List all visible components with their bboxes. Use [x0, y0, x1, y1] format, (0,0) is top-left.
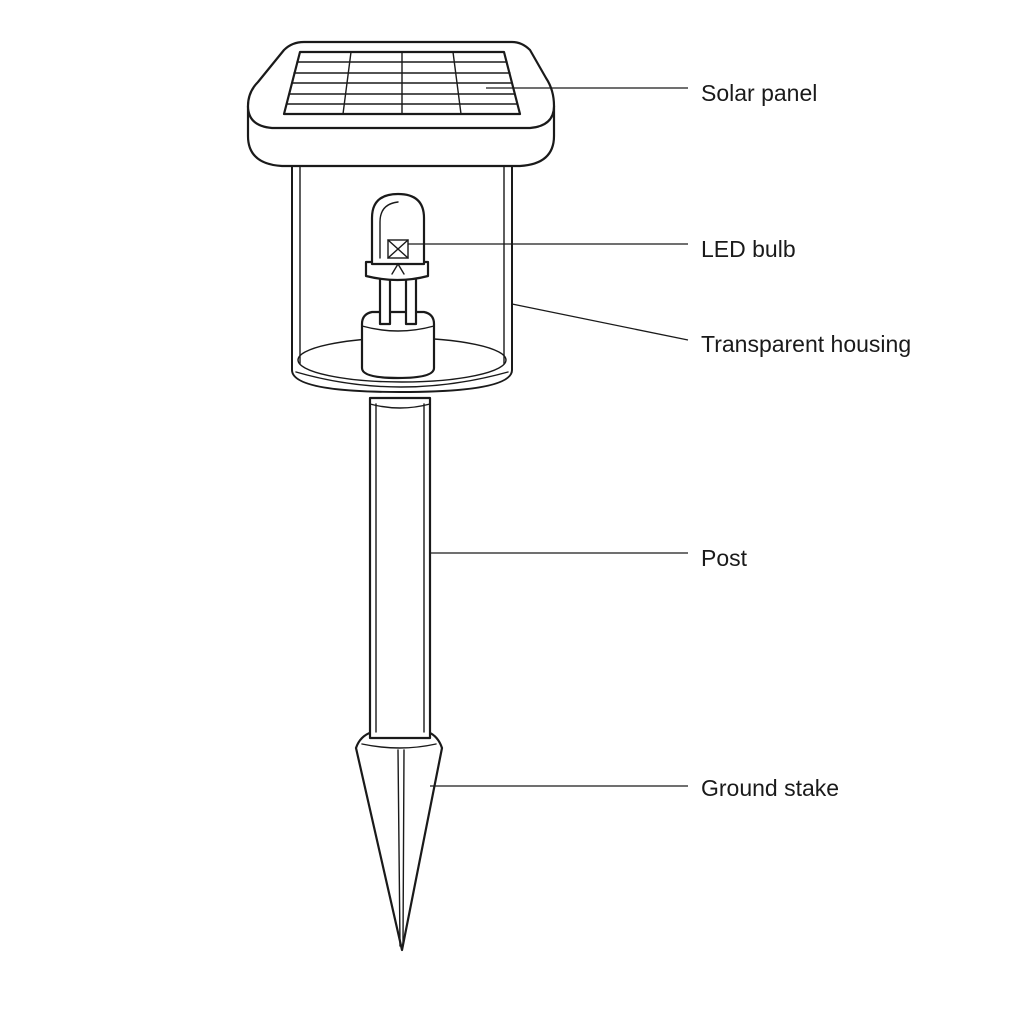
post [368, 396, 432, 740]
leader-transparent-housing [511, 303, 689, 341]
solar-panel [246, 40, 556, 168]
label-transparent-housing: Transparent housing [701, 331, 911, 357]
label-led-bulb: LED bulb [701, 236, 796, 262]
led-bulb [360, 192, 436, 380]
label-solar-panel: Solar panel [701, 80, 817, 106]
leader-lines [408, 87, 689, 787]
label-post: Post [701, 545, 748, 571]
labels: Solar panel LED bulb Transparent housing… [701, 80, 911, 801]
label-ground-stake: Ground stake [701, 775, 839, 801]
ground-stake [354, 730, 444, 952]
